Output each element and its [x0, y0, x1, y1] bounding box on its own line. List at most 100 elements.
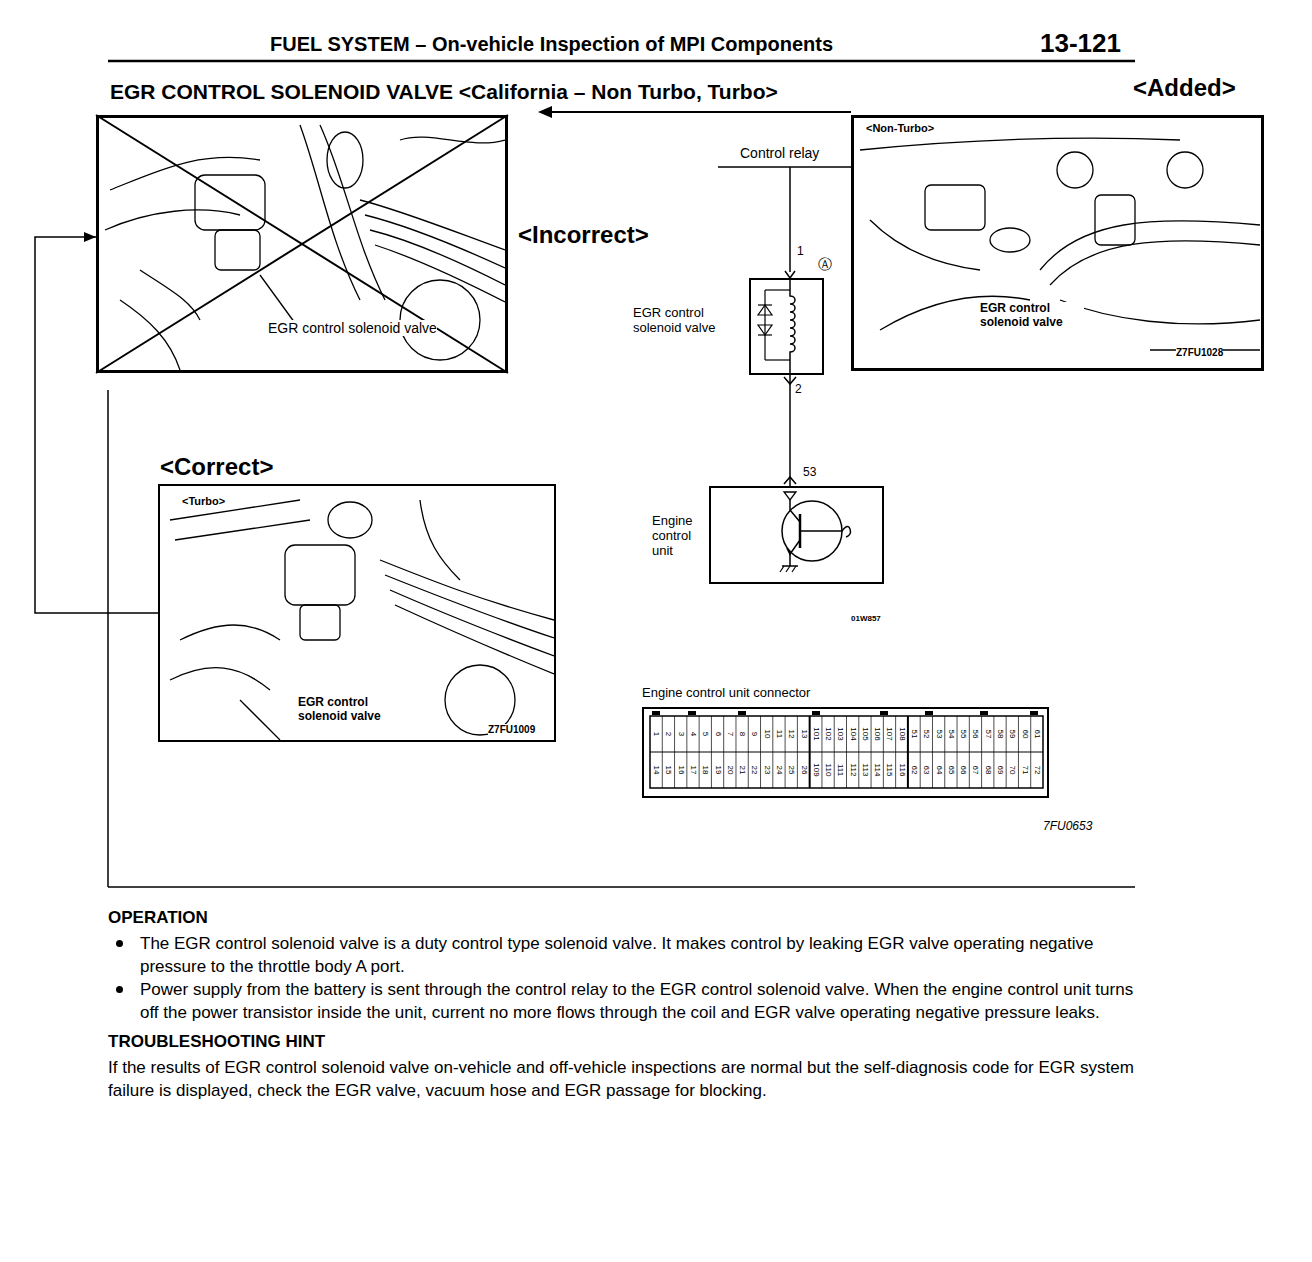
pin-number: 3: [677, 732, 685, 736]
artwork-shape: [548, 111, 851, 113]
status-note: <Incorrect>: [518, 221, 649, 249]
artwork-shape: [758, 325, 772, 335]
connector-grid-line: [772, 716, 773, 788]
node-text: Z7FU1009: [488, 724, 535, 736]
pin-number: 64: [935, 766, 943, 775]
pin-number: 108: [898, 727, 906, 740]
pin-number: 1: [797, 245, 804, 259]
pin-number: 103: [836, 727, 844, 740]
connector-grid-line: [1006, 716, 1007, 788]
pin-number: 8: [738, 732, 746, 736]
artwork-shape: [812, 711, 820, 715]
artwork-shape: [790, 280, 795, 373]
artwork-shape: [365, 215, 505, 268]
pin-number: 72: [1033, 766, 1041, 775]
connector-grid-line: [895, 716, 896, 788]
pin-number: 11: [775, 730, 783, 738]
pin-number: 111: [836, 764, 844, 776]
artwork-shape: [108, 886, 1135, 888]
artwork-shape: [400, 137, 505, 143]
connector-grid-line: [883, 716, 884, 788]
page-header: FUEL SYSTEM – On-vehicle Inspection of M…: [270, 33, 833, 56]
wire-label: Control relay: [740, 145, 819, 161]
body-text: If the results of EGR control solenoid v…: [108, 1056, 1135, 1102]
connector-ref: Ⓐ: [818, 256, 832, 272]
artwork-shape: [108, 60, 1135, 63]
artwork-shape: [390, 590, 554, 656]
connector-grid-line: [797, 716, 798, 788]
artwork-shape: [643, 708, 1048, 797]
pin-number: 14: [652, 766, 660, 775]
pin-number: 53: [935, 730, 943, 739]
artwork-shape: [1040, 221, 1260, 270]
connector-grid-line: [674, 716, 675, 788]
pin-number: 5: [701, 732, 709, 736]
pin-number: 101: [812, 727, 820, 740]
artwork-shape: [925, 711, 933, 715]
artwork-shape: [360, 200, 505, 250]
artwork-shape: [765, 359, 790, 360]
pin-number: 23: [763, 766, 771, 775]
artwork-shape: [758, 305, 772, 315]
pin-number: 2: [664, 732, 672, 736]
node-text: <Turbo>: [182, 495, 225, 508]
body-text: The EGR control solenoid valve is a duty…: [140, 932, 1135, 978]
artwork-shape: [120, 300, 180, 370]
pin-number: 68: [984, 766, 992, 775]
artwork-shape: [170, 668, 270, 690]
pin-number: 57: [984, 730, 992, 739]
artwork-shape: [860, 138, 1180, 150]
artwork-shape: [784, 492, 796, 500]
pin-number: 10: [763, 730, 771, 739]
artwork-shape: [786, 566, 790, 572]
pin-number: 15: [664, 766, 672, 775]
node-text: EGR control solenoid valve: [633, 306, 737, 336]
connector-grid-line: [662, 716, 663, 788]
pin-number: 110: [824, 764, 832, 777]
page-title: EGR CONTROL SOLENOID VALVE <California –…: [110, 80, 778, 104]
section-heading: TROUBLESHOOTING HINT: [108, 1030, 1135, 1053]
pin-number: 69: [996, 766, 1004, 775]
artwork-shape: [375, 245, 505, 302]
artwork-shape: [105, 210, 240, 230]
pin-number: 104: [849, 727, 857, 740]
artwork-shape: [792, 566, 796, 572]
pin-number: 21: [738, 766, 746, 775]
figure-code: 7FU0653: [1043, 820, 1092, 834]
connector-grid-line: [981, 716, 982, 788]
illustration-panel: EGR control solenoid valve: [96, 115, 508, 373]
pin-number: 1: [652, 732, 660, 736]
artwork-shape: [758, 304, 772, 305]
pin-number: 102: [824, 727, 832, 740]
pin-number: 19: [714, 766, 722, 775]
connector-grid-line: [944, 716, 945, 788]
artwork-shape: [420, 500, 460, 580]
node-text: EGR control solenoid valve: [980, 302, 1084, 330]
artwork-shape: [1095, 195, 1135, 245]
artwork-shape: [328, 502, 372, 538]
connector-grid-line: [957, 716, 958, 788]
pin-number: 70: [1008, 766, 1016, 775]
pin-number: 114: [873, 764, 881, 777]
artwork-shape: [789, 167, 791, 272]
artwork-shape: [285, 545, 355, 605]
bullet-dot: [116, 940, 123, 947]
control-unit-box: Engine control unit: [709, 486, 884, 584]
node-text: EGR control solenoid valve: [268, 320, 437, 336]
pin-number: 54: [947, 730, 955, 739]
pin-number: 71: [1021, 766, 1029, 775]
artwork-shape: [538, 106, 552, 118]
artwork-shape: [385, 575, 554, 638]
pin-number: 12: [787, 730, 795, 739]
artwork-shape: [870, 220, 980, 270]
connector: [790, 375, 791, 486]
illustration-panel: <Correct><Turbo>EGR control solenoid val…: [158, 484, 556, 742]
pin-number: 62: [910, 766, 918, 775]
artwork-shape: [765, 289, 790, 290]
artwork-shape: [880, 711, 888, 715]
artwork-shape: [790, 500, 800, 522]
artwork-shape: [758, 334, 772, 335]
connector-grid-line: [711, 716, 712, 788]
pin-number: 109: [812, 763, 820, 776]
